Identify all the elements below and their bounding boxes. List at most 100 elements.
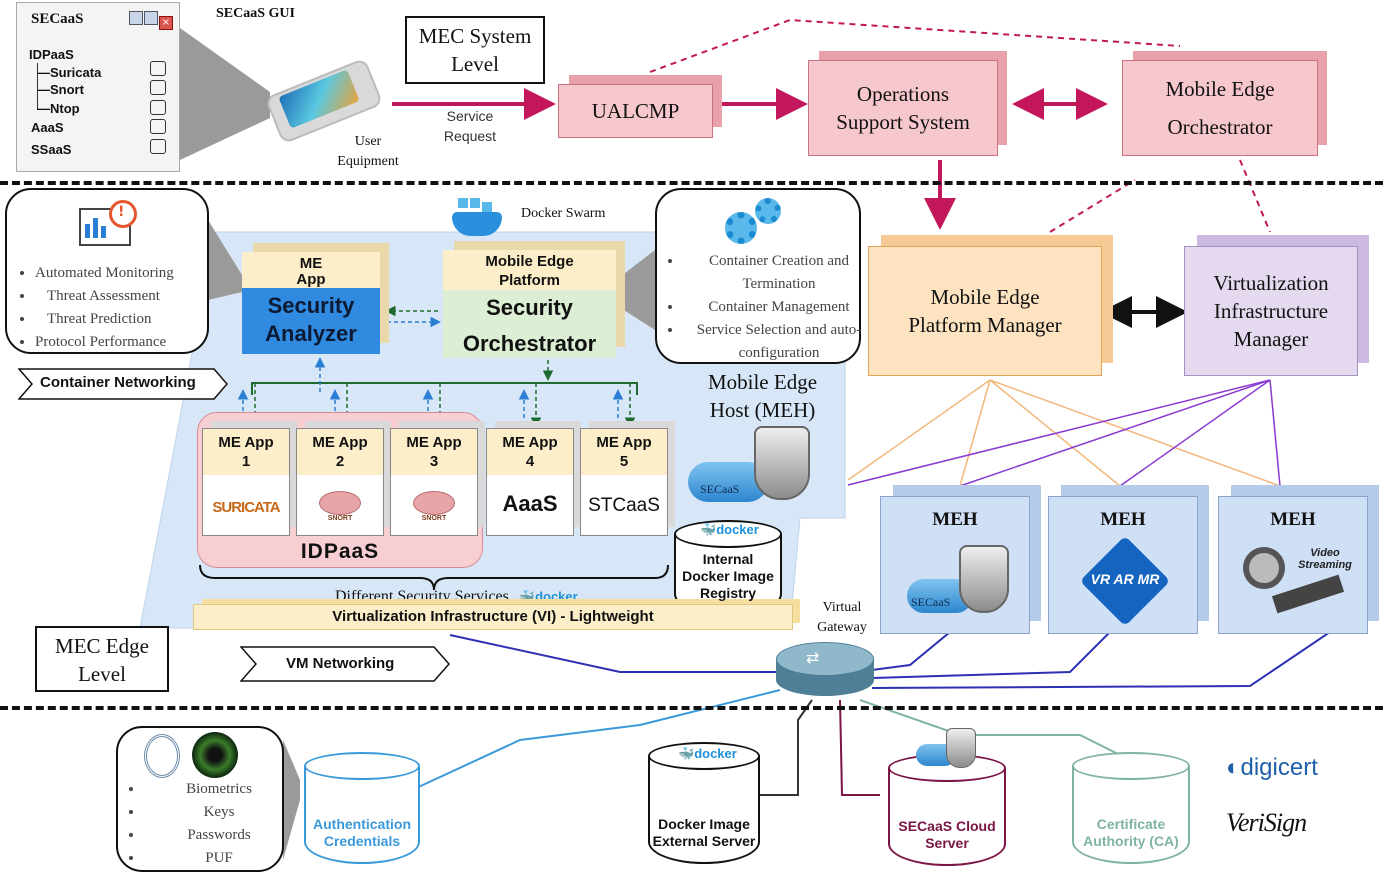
gui-ssaas: SSaaS [31, 142, 72, 157]
gui-aaas: AaaS [31, 120, 64, 135]
gui-tree-line [37, 63, 38, 109]
oss-line1: Operations [856, 82, 950, 106]
secaas-gui-panel: SECaaS × IDPaaS —Suricata —Snort —Ntop A… [16, 2, 180, 172]
close-icon[interactable]: × [159, 16, 173, 30]
checkbox-snort[interactable] [150, 80, 166, 95]
different-security-services-label: Different Security Services 🐳docker [335, 588, 578, 605]
monitor-item: Threat Assessment [35, 285, 225, 308]
meo-line2: Orchestrator [1167, 115, 1273, 139]
platform-item: Service Selection and auto-configuration [683, 319, 875, 365]
credential-item: PUF [144, 847, 294, 870]
platform-item: Container Creation and Termination [683, 250, 875, 296]
meh-host-vr-ar-mr[interactable]: MEH VR AR MR [1048, 496, 1198, 634]
docker-logo: 🐳docker [518, 589, 578, 604]
suricata-logo: SURICATA [212, 499, 280, 516]
maximize-icon[interactable] [144, 11, 158, 25]
monitor-item: Protocol Performance [35, 331, 225, 354]
checkbox-suricata[interactable] [150, 61, 166, 76]
idpaas-group-label: IDPaaS [300, 540, 380, 563]
monitoring-features-bubble: ! Automated Monitoring Threat Assessment… [5, 188, 209, 354]
vm-networking-tag: VM Networking [240, 646, 450, 682]
aaas-label: AaaS [502, 491, 558, 516]
credentials-bubble: Biometrics Keys Passwords PUF [116, 726, 284, 872]
secaas-shield-icon: SECaaS [907, 545, 1009, 621]
film-reel-icon [1243, 547, 1285, 589]
gui-ntop: —Ntop [37, 101, 80, 116]
ualcmp-label: UALCMP [591, 98, 680, 123]
system-edge-separator [0, 181, 1383, 185]
digicert-logo: ◐digicert [1226, 754, 1318, 781]
gui-caption: SECaaS GUI [216, 6, 295, 21]
fingerprint-icon [144, 734, 180, 778]
credential-item: Biometrics [144, 778, 294, 801]
docker-logo: 🐳docker [700, 522, 759, 537]
digicert-mark-icon: ◐ [1226, 754, 1241, 781]
gui-suricata: —Suricata [37, 65, 102, 80]
window-controls: × [129, 11, 173, 30]
meh-host-secaas[interactable]: MEH SECaaS [880, 496, 1030, 634]
snort-pig-logo [319, 491, 361, 515]
docker-logo: 🐳docker [678, 746, 737, 761]
docker-swarm-icon [448, 194, 506, 240]
secaas-cloud-shield-icon [916, 728, 976, 772]
meo-line1: Mobile Edge [1165, 77, 1275, 101]
docker-swarm-label: Docker Swarm [521, 206, 606, 221]
gui-idpaas: IDPaaS [29, 47, 74, 62]
gui-title: SECaaS [31, 11, 84, 27]
platform-features-bubble: Container Creation and Termination Conta… [655, 188, 861, 364]
secaas-shield-icon: SECaaS [688, 426, 812, 508]
edge-bottom-separator [0, 706, 1383, 710]
film-strip-icon [1271, 574, 1345, 614]
credential-item: Keys [144, 801, 294, 824]
monitoring-analytics-icon: ! [79, 200, 139, 246]
ualcmp-box[interactable]: UALCMP [558, 84, 713, 138]
verisign-logo: VeriSign [1226, 808, 1307, 837]
minimize-icon[interactable] [129, 11, 143, 25]
stcaas-label: STCaaS [588, 495, 660, 516]
container-networking-tag: Container Networking [18, 368, 228, 400]
gears-icon [725, 198, 785, 246]
virtualization-infrastructure-bar: Virtualization Infrastructure (VI) - Lig… [193, 604, 793, 630]
monitor-item: Threat Prediction [35, 308, 225, 331]
gui-snort: —Snort [37, 82, 84, 97]
oss-line2: Support System [836, 110, 970, 134]
credential-item: Passwords [144, 824, 294, 847]
checkbox-ssaas[interactable] [150, 139, 166, 154]
checkbox-ntop[interactable] [150, 100, 166, 115]
smartphone-icon [262, 57, 384, 145]
router-icon: ⇄ [776, 640, 874, 698]
checkbox-aaas[interactable] [150, 119, 166, 134]
meh-host-video-streaming[interactable]: MEH Video Streaming [1218, 496, 1368, 634]
platform-item: Container Management [683, 296, 875, 319]
monitor-item: Automated Monitoring [35, 262, 225, 285]
eye-scan-icon [192, 732, 238, 778]
snort-pig-logo [413, 491, 455, 515]
